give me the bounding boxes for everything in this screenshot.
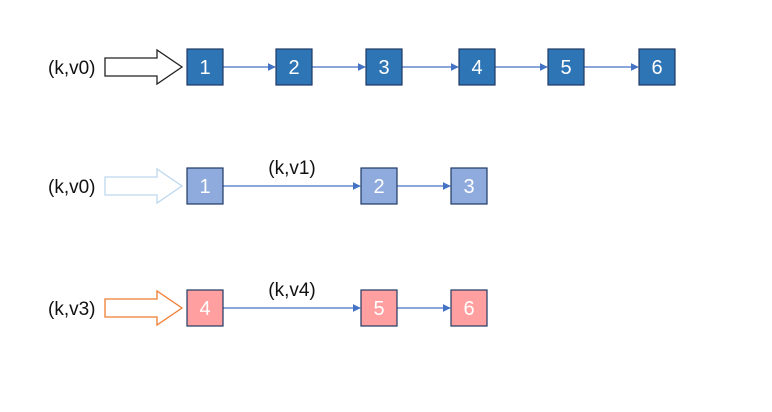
list-node — [547, 48, 585, 86]
list-node — [186, 48, 224, 86]
node-value: 2 — [373, 176, 384, 198]
node-value: 1 — [199, 57, 210, 79]
node-value: 4 — [471, 57, 482, 79]
entry-label: (k,v3) — [48, 299, 96, 320]
block-arrow-icon — [104, 167, 184, 205]
node-value: 6 — [651, 57, 662, 79]
node-value: 4 — [199, 298, 210, 320]
block-arrow-icon — [104, 48, 184, 86]
list-node — [458, 48, 496, 86]
list-node — [275, 48, 313, 86]
list-node — [360, 289, 398, 327]
node-value: 2 — [288, 57, 299, 79]
entry-label: (k,v0) — [48, 177, 96, 198]
node-value: 1 — [199, 176, 210, 198]
list-node — [360, 167, 398, 205]
node-value: 5 — [373, 298, 384, 320]
list-node — [638, 48, 676, 86]
node-value: 5 — [560, 57, 571, 79]
list-node — [450, 167, 488, 205]
edge-label: (k,v4) — [268, 280, 316, 301]
node-value: 3 — [463, 176, 474, 198]
entry-label: (k,v0) — [48, 58, 96, 79]
list-node — [365, 48, 403, 86]
list-node — [450, 289, 488, 327]
block-arrow-icon — [104, 289, 184, 327]
list-node — [186, 289, 224, 327]
node-value: 3 — [378, 57, 389, 79]
node-value: 6 — [463, 298, 474, 320]
list-node — [186, 167, 224, 205]
edge-label: (k,v1) — [268, 158, 316, 179]
